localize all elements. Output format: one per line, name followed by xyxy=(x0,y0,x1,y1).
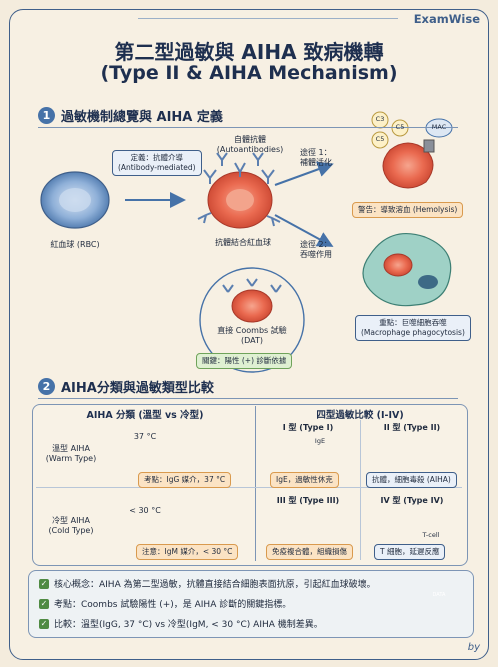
cold-temp: < 30 °C xyxy=(129,506,161,515)
column-divider xyxy=(255,406,256,561)
complement-mac: MAC xyxy=(431,123,447,131)
warm-aiha-label: 溫型 AIHA (Warm Type) xyxy=(45,444,97,464)
page-title: 第二型過敏與 AIHA 致病機轉 xyxy=(114,40,384,64)
summary-row: ✓ 考點：Coombs 試驗陽性 (+)，是 AIHA 診斷的關鍵指標。 xyxy=(39,597,291,610)
type4-tcell-label: T-cell xyxy=(422,531,440,539)
hemolysis-rbc xyxy=(382,139,435,189)
section2-header: 2 AIHA分類與過敏類型比較 xyxy=(38,377,214,396)
definition-tag: 定義：抗體介導 (Antibody-mediated) xyxy=(112,150,202,176)
macrophage xyxy=(362,233,452,307)
section2-number: 2 xyxy=(38,378,55,395)
coated-rbc-label: 抗體結合紅血球 xyxy=(215,238,271,247)
type2-title: II 型 (Type II) xyxy=(383,423,441,432)
type3-title: III 型 (Type III) xyxy=(276,496,340,505)
rbc-label: 紅血球 (RBC) xyxy=(50,240,100,249)
type1-ige-label: IgE xyxy=(314,437,326,445)
type3-tag: 免疫複合體，組織損傷 xyxy=(266,544,353,560)
macrophage-tag: 重點：巨噬細胞吞噬 (Macrophage phagocytosis) xyxy=(355,315,471,341)
pathway1-label: 途徑 1： 補體活化 xyxy=(300,148,332,168)
aiha-column-title: AIHA 分類 (溫型 vs 冷型) xyxy=(86,410,204,421)
normal-rbc xyxy=(40,171,110,229)
signature: by xyxy=(467,642,480,653)
complement-c5-b: C5 xyxy=(375,135,385,143)
brand-divider xyxy=(138,18,398,19)
section1-number: 1 xyxy=(38,107,55,124)
check-icon: ✓ xyxy=(39,618,49,629)
arrow-pathway-1 xyxy=(274,161,334,186)
section2-title: AIHA分類與過敏類型比較 xyxy=(61,381,214,396)
warm-temp: 37 °C xyxy=(133,432,157,441)
autoantibody-label: 自體抗體 (Autoantibodies) xyxy=(216,135,284,155)
type1-title: I 型 (Type I) xyxy=(282,423,334,432)
section1-divider xyxy=(38,127,458,129)
pathway2-label: 途徑 2： 吞噬作用 xyxy=(300,240,332,260)
summary-text: 考點：Coombs 試驗陽性 (+)，是 AIHA 診斷的關鍵指標。 xyxy=(54,600,292,610)
summary-box: ✓ 核心概念：AIHA 為第二型過敏，抗體直接結合細胞表面抗原，引起紅血球破壞。… xyxy=(28,570,474,638)
calendar-label: DATA xyxy=(432,592,446,598)
coombs-key-tag: 關鍵：陽性 (+) 診斷依據 xyxy=(196,353,293,369)
type-col-divider xyxy=(360,420,361,560)
free-antibodies xyxy=(216,152,264,166)
complement-proteins xyxy=(371,111,453,149)
type4-tag: T 細胞，延遲反應 xyxy=(374,544,446,560)
page-subtitle: (Type II & AIHA Mechanism) xyxy=(100,62,398,84)
brand-logo: ExamWise xyxy=(413,12,480,26)
check-icon: ✓ xyxy=(39,598,49,609)
allergy-column-title: 四型過敏比較 (I-IV) xyxy=(316,410,404,421)
summary-text: 核心概念：AIHA 為第二型過敏，抗體直接結合細胞表面抗原，引起紅血球破壞。 xyxy=(54,580,376,590)
complement-c3: C3 xyxy=(375,115,385,123)
summary-row: ✓ 比較：溫型(IgG, 37 °C) vs 冷型(IgM, < 30 °C) … xyxy=(39,617,323,630)
warm-key-tag: 考點：IgG 媒介，37 °C xyxy=(138,472,232,488)
cold-key-tag: 注意：IgM 媒介，< 30 °C xyxy=(136,544,239,560)
section2-divider xyxy=(38,398,458,400)
cold-aiha-label: 冷型 AIHA (Cold Type) xyxy=(48,516,94,536)
coombs-circle xyxy=(199,267,305,373)
section1-header: 1 過敏機制總覽與 AIHA 定義 xyxy=(38,106,223,125)
row-divider xyxy=(36,487,462,488)
check-icon: ✓ xyxy=(39,578,49,589)
coombs-test-label: 直接 Coombs 試驗 (DAT) xyxy=(217,326,287,346)
summary-text: 比較：溫型(IgG, 37 °C) vs 冷型(IgM, < 30 °C) AI… xyxy=(54,620,323,630)
section1-title: 過敏機制總覽與 AIHA 定義 xyxy=(61,110,223,125)
arrow-pathway-2 xyxy=(274,214,334,247)
hemolysis-tag: 警告：導致溶血 (Hemolysis) xyxy=(352,202,464,218)
type4-title: IV 型 (Type IV) xyxy=(380,496,444,505)
type2-tag: 抗體，細胞毒殺 (AIHA) xyxy=(366,472,457,488)
antibody-coated-rbc xyxy=(197,162,281,229)
summary-row: ✓ 核心概念：AIHA 為第二型過敏，抗體直接結合細胞表面抗原，引起紅血球破壞。 xyxy=(39,577,376,590)
type1-tag: IgE，過敏性休克 xyxy=(270,472,339,488)
complement-c5-a: C5 xyxy=(395,123,405,131)
